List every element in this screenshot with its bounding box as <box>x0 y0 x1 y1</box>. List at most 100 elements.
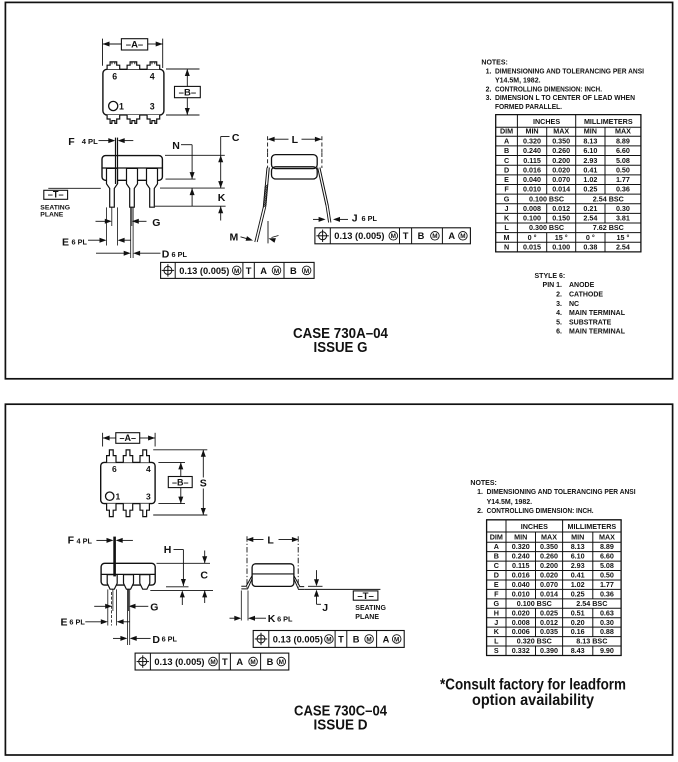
svg-text:8.13: 8.13 <box>571 542 585 551</box>
svg-text:M: M <box>326 636 331 643</box>
svg-text:8.13 BSC: 8.13 BSC <box>576 637 607 646</box>
svg-text:L: L <box>292 134 299 146</box>
svg-text:B: B <box>418 231 425 241</box>
svg-text:SEATING: SEATING <box>355 605 386 612</box>
svg-text:0.010: 0.010 <box>512 589 530 598</box>
svg-text:4.: 4. <box>556 310 562 317</box>
svg-text:3.: 3. <box>486 95 492 102</box>
svg-text:CONTROLLING DIMENSION: INCH.: CONTROLLING DIMENSION: INCH. <box>495 86 602 93</box>
svg-text:STYLE 6:: STYLE 6: <box>535 273 566 280</box>
svg-text:Y14.5M, 1982.: Y14.5M, 1982. <box>487 499 533 506</box>
svg-text:0.260: 0.260 <box>552 146 570 155</box>
svg-text:0.100 BSC: 0.100 BSC <box>517 599 552 608</box>
svg-text:0.13 (0.005): 0.13 (0.005) <box>273 634 323 644</box>
svg-text:SUBSTRATE: SUBSTRATE <box>569 319 612 326</box>
svg-text:0.010: 0.010 <box>523 185 541 194</box>
svg-text:2.54 BSC: 2.54 BSC <box>593 194 624 203</box>
svg-text:0.260: 0.260 <box>540 552 558 561</box>
svg-text:MIN: MIN <box>584 127 597 136</box>
svg-text:0.240: 0.240 <box>512 552 530 561</box>
svg-text:0.012: 0.012 <box>552 204 570 213</box>
svg-text:2.54: 2.54 <box>583 214 597 223</box>
svg-text:0.16: 0.16 <box>571 627 585 636</box>
svg-text:A: A <box>494 542 499 551</box>
svg-text:0.070: 0.070 <box>540 580 558 589</box>
svg-text:M: M <box>250 659 255 666</box>
svg-text:0.035: 0.035 <box>540 627 558 636</box>
svg-text:6 PL: 6 PL <box>69 618 85 627</box>
svg-text:9.90: 9.90 <box>600 646 614 655</box>
svg-text:MAX: MAX <box>599 533 615 542</box>
svg-text:0.020: 0.020 <box>552 165 570 174</box>
svg-text:3.: 3. <box>556 301 562 308</box>
svg-text:6: 6 <box>112 464 117 474</box>
svg-text:0.014: 0.014 <box>552 185 570 194</box>
svg-text:PIN 1.: PIN 1. <box>543 282 563 289</box>
svg-text:0.21: 0.21 <box>583 204 597 213</box>
svg-text:8.89: 8.89 <box>600 542 614 551</box>
svg-text:0.200: 0.200 <box>552 156 570 165</box>
svg-text:6: 6 <box>112 71 117 81</box>
svg-text:0.070: 0.070 <box>552 175 570 184</box>
svg-text:2.: 2. <box>556 291 562 298</box>
svg-text:0.016: 0.016 <box>523 165 541 174</box>
svg-text:G: G <box>494 599 500 608</box>
svg-text:0.008: 0.008 <box>512 618 530 627</box>
svg-text:0.320: 0.320 <box>523 137 541 146</box>
svg-text:ANODE: ANODE <box>569 282 595 289</box>
svg-text:L: L <box>504 223 509 232</box>
svg-text:B: B <box>504 146 509 155</box>
svg-text:C: C <box>494 561 499 570</box>
svg-text:0.015: 0.015 <box>523 242 541 251</box>
svg-text:–T–: –T– <box>48 190 64 200</box>
svg-text:3: 3 <box>146 492 151 502</box>
svg-text:0.008: 0.008 <box>523 204 541 213</box>
svg-text:T: T <box>246 266 252 276</box>
svg-text:2.54 BSC: 2.54 BSC <box>576 599 607 608</box>
svg-text:2.: 2. <box>477 508 483 515</box>
svg-text:0.320: 0.320 <box>512 542 530 551</box>
svg-text:M: M <box>366 636 371 643</box>
svg-text:MAX: MAX <box>615 127 631 136</box>
svg-text:8.13: 8.13 <box>583 137 597 146</box>
svg-text:1: 1 <box>116 492 121 502</box>
svg-text:0.006: 0.006 <box>512 627 530 636</box>
svg-text:CASE 730C–04: CASE 730C–04 <box>294 702 387 719</box>
svg-text:N: N <box>172 140 180 152</box>
svg-text:6 PL: 6 PL <box>172 250 188 259</box>
svg-text:0.012: 0.012 <box>540 618 558 627</box>
svg-text:0.332: 0.332 <box>512 646 530 655</box>
svg-text:D: D <box>504 165 509 174</box>
svg-text:G: G <box>150 602 158 614</box>
svg-text:6.10: 6.10 <box>571 552 585 561</box>
svg-text:NOTES:: NOTES: <box>470 480 496 487</box>
svg-text:0.115: 0.115 <box>523 156 541 165</box>
svg-text:0.38: 0.38 <box>583 242 597 251</box>
svg-text:M: M <box>460 233 465 240</box>
svg-text:MILLIMETERS: MILLIMETERS <box>567 522 616 531</box>
svg-text:M: M <box>234 268 239 275</box>
svg-text:J: J <box>352 212 358 224</box>
svg-text:S: S <box>200 478 207 490</box>
svg-text:C: C <box>200 569 208 581</box>
svg-text:0.41: 0.41 <box>583 165 597 174</box>
svg-text:J: J <box>505 204 509 213</box>
svg-text:INCHES: INCHES <box>521 522 548 531</box>
svg-text:–B–: –B– <box>179 87 196 98</box>
svg-text:1.: 1. <box>477 489 483 496</box>
svg-text:E: E <box>504 175 509 184</box>
svg-text:A: A <box>448 231 455 241</box>
svg-text:MAIN TERMINAL: MAIN TERMINAL <box>569 310 626 317</box>
svg-text:0.41: 0.41 <box>571 571 585 580</box>
svg-text:J: J <box>494 618 498 627</box>
svg-text:6 PL: 6 PL <box>72 238 88 247</box>
svg-text:0.36: 0.36 <box>616 185 630 194</box>
svg-text:–A–: –A– <box>126 40 143 51</box>
svg-text:A: A <box>383 634 390 644</box>
svg-text:B: B <box>290 266 297 276</box>
svg-text:0.025: 0.025 <box>540 608 558 617</box>
svg-text:L: L <box>267 534 274 546</box>
svg-text:MIN: MIN <box>514 533 527 542</box>
svg-text:0.88: 0.88 <box>600 627 614 636</box>
svg-text:0.50: 0.50 <box>600 571 614 580</box>
